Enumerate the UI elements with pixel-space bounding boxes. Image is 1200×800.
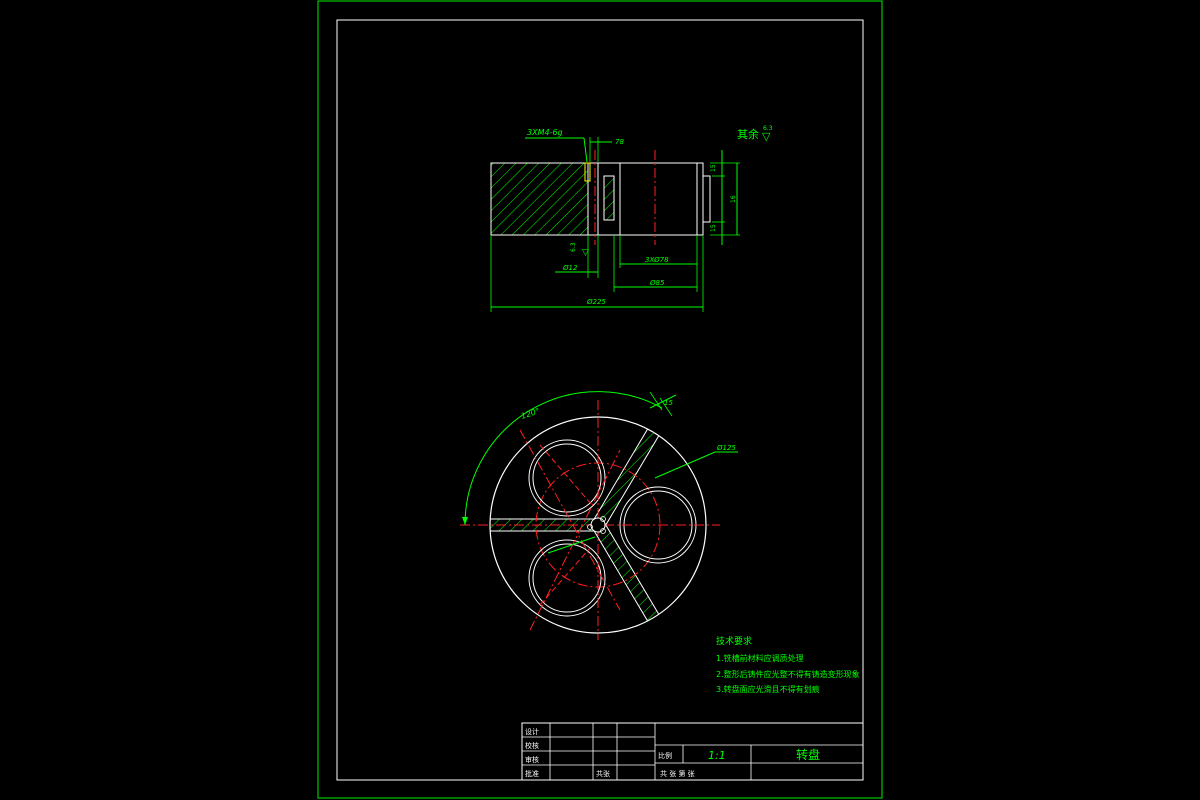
hole-upper-left xyxy=(528,439,606,517)
tech-item-2: 2.整形后铸件应光整不得有铸造变形现象 xyxy=(716,669,860,679)
dim-top-small: 78 xyxy=(615,138,624,146)
body-outline xyxy=(490,162,704,236)
spoke-upper-right xyxy=(592,424,662,529)
spoke-lower-right xyxy=(592,521,662,626)
tech-item-3: 3.转盘面应光滑且不得有划痕 xyxy=(716,684,820,694)
hub xyxy=(590,517,606,533)
width-label: 15 xyxy=(664,399,673,407)
hole-lower-left xyxy=(528,539,606,617)
angle-arc xyxy=(464,391,663,526)
dim-right-bottom: 15 xyxy=(710,224,717,232)
roughness-top: 6.3 xyxy=(763,125,773,132)
dim-diam-225: Ø225 xyxy=(586,298,606,306)
tb-part-name: 转盘 xyxy=(796,747,820,762)
tb-scale-value: 1:1 xyxy=(708,749,726,762)
angle-label: 120° xyxy=(520,406,541,421)
dim-right-top: 15 xyxy=(710,164,717,172)
surface-symbol: ▽ xyxy=(762,130,771,143)
tb-check: 校核 xyxy=(525,741,539,750)
diam-label: Ø125 xyxy=(716,444,736,452)
roughness-left: 6.3 xyxy=(570,242,577,252)
surface-note: 其余 xyxy=(737,127,759,141)
tech-requirements: 技术要求 1.铣槽前材料应调质处理 2.整形后铸件应光整不得有铸造变形现象 3.… xyxy=(716,635,860,694)
section-view: 3XM4-6g 78 其余 ▽ 6.3 ▽ 6.3 15 16 15 Ø12 3… xyxy=(490,125,773,312)
tb-scale-label: 比例 xyxy=(658,751,672,760)
plan-view: 120° 15 Ø125 xyxy=(460,391,738,640)
tb-sheet-footer: 共 张 第 张 xyxy=(660,769,695,778)
thread-callout: 3XM4-6g xyxy=(527,128,563,137)
tb-design: 设计 xyxy=(525,727,539,736)
title-block: 设计 校核 审核 批准 共张 比例 1:1 转盘 共 张 第 张 xyxy=(521,722,864,781)
dim-diam-85: Ø85 xyxy=(649,279,665,287)
tb-audit: 审核 xyxy=(525,755,539,764)
roughness-left-symbol: ▽ xyxy=(582,248,589,258)
inner-border xyxy=(336,19,864,781)
dim-right-mid: 16 xyxy=(730,195,737,203)
slot-section xyxy=(603,175,615,221)
tech-title: 技术要求 xyxy=(716,635,752,647)
dim-holes: 3XØ78 xyxy=(645,256,669,264)
hatched-section xyxy=(490,162,589,236)
tb-sheet-count: 共张 xyxy=(596,769,610,778)
thread-hole xyxy=(584,162,591,182)
outer-frame xyxy=(317,0,883,799)
tb-approve: 批准 xyxy=(525,769,539,778)
tech-item-1: 1.铣槽前材料应调质处理 xyxy=(716,653,804,663)
dim-diam-12: Ø12 xyxy=(562,264,578,272)
